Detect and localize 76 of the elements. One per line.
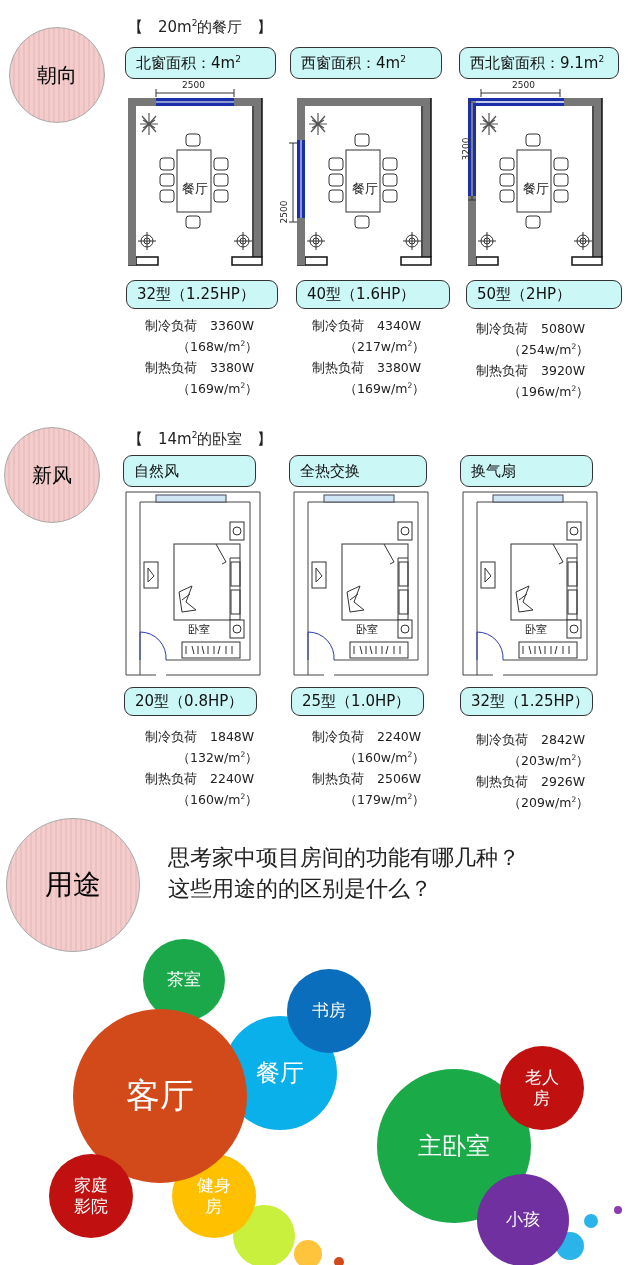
box-label: 西窗面积：4m$^{2}$ [301,53,406,73]
load-value: 制热负荷 3920W [476,363,586,380]
room-name: 茶室 [167,969,201,991]
load-value: 制冷负荷 3360W [145,318,255,335]
room-label: 卧室 [356,622,378,637]
topic-label: 新风 [32,461,72,489]
box-label: 20型（0.8HP） [135,692,244,711]
label-box [123,455,256,487]
load-value: 制热负荷 3380W [312,360,422,377]
label-box [296,280,450,309]
load-per-area: （160w/m$^{2}$） [177,792,259,810]
box-label: 32型（1.25HP） [471,692,589,711]
room-label: 餐厅 [182,180,208,198]
dimension-label: 2500 [279,200,290,224]
label-box [459,47,619,79]
box-label: 25型（1.0HP） [302,692,411,711]
box-label: 50型（2HP） [477,285,571,304]
load-value: 制冷负荷 5080W [476,321,586,338]
room-name: 餐厅 [256,1058,304,1089]
load-value: 制热负荷 2240W [145,771,255,788]
load-per-area: （196w/m$^{2}$） [508,384,590,402]
load-per-area: （209w/m$^{2}$） [508,795,590,813]
load-per-area: （132w/m$^{2}$） [177,750,259,768]
load-per-area: （179w/m$^{2}$） [344,792,426,810]
label-box [460,455,593,487]
box-label: 32型（1.25HP） [137,285,255,304]
load-value: 制冷负荷 2842W [476,732,586,749]
room-label: 卧室 [525,622,547,637]
box-label: 自然风 [134,461,179,481]
load-value: 制热负荷 2506W [312,771,422,788]
box-label: 换气扇 [471,461,516,481]
question-text: 这些用途的的区别是什么？ [168,875,432,903]
label-box [290,47,442,79]
label-box [124,687,257,716]
section-heading: 【 20m$^{2}$的餐厅 】 [128,18,273,37]
dimension-label: 3200 [461,137,472,161]
dot [334,1257,344,1265]
label-box [126,280,278,309]
topic-label: 用途 [45,867,101,903]
label-box [291,687,424,716]
box-label: 全热交换 [300,461,360,481]
label-box [460,687,593,716]
room-name: 主卧室 [418,1131,490,1162]
topic-label: 朝向 [37,61,77,89]
dot [614,1206,622,1214]
load-value: 制热负荷 2926W [476,774,586,791]
dot [584,1214,598,1228]
room-label: 餐厅 [523,180,549,198]
label-box [466,280,622,309]
load-per-area: （168w/m$^{2}$） [177,339,259,357]
room-label: 餐厅 [352,180,378,198]
section-heading: 【 14m$^{2}$的卧室 】 [128,430,273,449]
load-per-area: （203w/m$^{2}$） [508,753,590,771]
load-value: 制冷负荷 2240W [312,729,422,746]
room-name: 家庭影院 [73,1174,109,1218]
load-per-area: （254w/m$^{2}$） [508,342,590,360]
question-text: 思考家中项目房间的功能有哪几种？ [168,844,520,872]
room-label: 卧室 [188,622,210,637]
load-value: 制冷负荷 4340W [312,318,422,335]
load-per-area: （160w/m$^{2}$） [344,750,426,768]
room-name: 健身房 [196,1174,232,1218]
room-name: 小孩 [506,1209,540,1231]
box-label: 北窗面积：4m$^{2}$ [136,53,241,73]
box-label: 西北窗面积：9.1m$^{2}$ [470,53,605,73]
room-name: 客厅 [126,1074,194,1117]
box-label: 40型（1.6HP） [307,285,416,304]
load-per-area: （217w/m$^{2}$） [344,339,426,357]
load-value: 制热负荷 3380W [145,360,255,377]
load-value: 制冷负荷 1848W [145,729,255,746]
label-box [125,47,276,79]
room-name: 老人房 [524,1066,560,1110]
label-box [289,455,427,487]
load-per-area: （169w/m$^{2}$） [344,381,426,399]
dot [294,1240,322,1265]
room-name: 书房 [312,1000,346,1022]
load-per-area: （169w/m$^{2}$） [177,381,259,399]
